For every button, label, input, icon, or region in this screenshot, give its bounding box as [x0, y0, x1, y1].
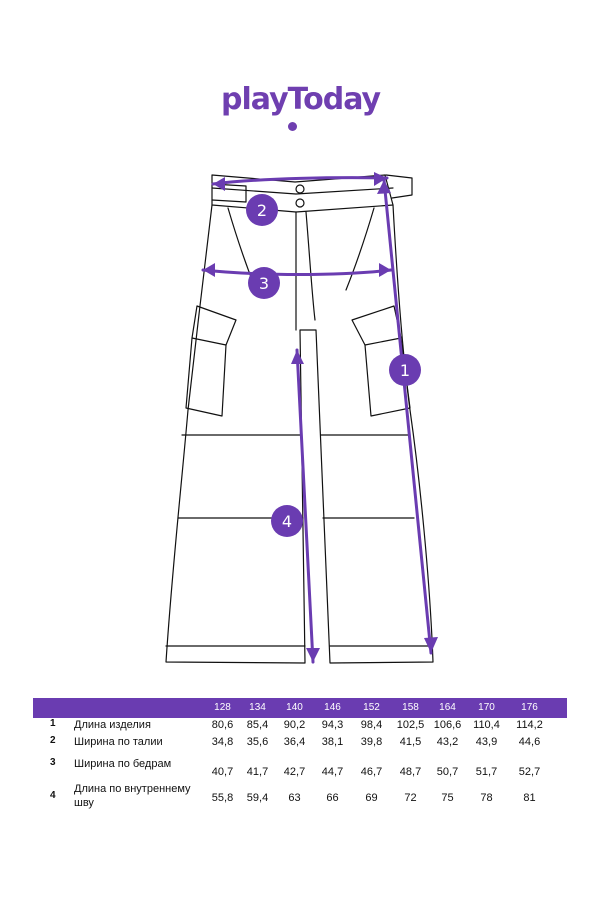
measurement-value: 41,5 — [399, 736, 422, 748]
row-label: Длина изделия — [74, 719, 151, 731]
inseam-guide — [295, 348, 315, 664]
measurement-value: 90,2 — [283, 719, 306, 731]
measurement-value: 106,6 — [433, 719, 462, 731]
measurement-value: 40,7 — [211, 766, 234, 778]
size-header-cell: 170 — [478, 702, 495, 713]
measurement-value: 110,4 — [473, 719, 500, 731]
right-front-pocket — [345, 207, 375, 291]
measurement-value: 98,4 — [360, 719, 383, 731]
measurement-value: 102,5 — [396, 719, 425, 731]
measurement-value: 36,4 — [283, 736, 306, 748]
hip-arrow-left — [203, 263, 215, 277]
row-index: 4 — [50, 790, 56, 801]
measurement-value: 43,9 — [475, 736, 498, 748]
measurement-value: 114,2 — [516, 719, 543, 731]
left-cargo-pocket — [185, 337, 227, 417]
measurement-value: 63 — [288, 792, 301, 804]
playtoday-logo: playToday — [221, 82, 381, 134]
measurement-value: 52,7 — [518, 766, 541, 778]
measurement-value: 81 — [523, 792, 536, 804]
size-header-cell: 140 — [286, 702, 303, 713]
measurement-value: 75 — [441, 792, 454, 804]
size-header-cell: 128 — [214, 702, 231, 713]
belt-tab-right — [385, 174, 413, 199]
waistband-seam — [211, 187, 394, 195]
size-header-row: 128 134 140 146 152 158 164 170 176 — [33, 698, 567, 718]
row-index: 2 — [50, 735, 56, 746]
size-header-cell: 176 — [521, 702, 538, 713]
measurement-value: 44,6 — [518, 736, 541, 748]
measurement-row-inseam: 4 Длина по внутреннему шву 55,8 59,4 63 … — [33, 782, 567, 818]
measurement-row-waist: 2 Ширина по талии 34,8 35,6 36,4 38,1 39… — [33, 735, 567, 757]
waist-arrow-left — [213, 177, 225, 191]
fly-stitch — [305, 211, 316, 321]
left-cargo-flap — [191, 305, 237, 346]
inseam-arrow-bottom — [306, 648, 320, 662]
measurement-guides — [201, 176, 433, 664]
belt-tab-left — [211, 183, 247, 203]
waist-button-bottom — [295, 198, 305, 208]
size-header-cell: 164 — [439, 702, 456, 713]
measurement-value: 55,8 — [211, 792, 234, 804]
waist-button-top — [295, 184, 305, 194]
row-label: Ширина по талии — [74, 736, 163, 748]
length-arrow-bottom — [424, 637, 438, 653]
marker-3 — [248, 267, 280, 299]
measurement-markers: 2 3 1 4 — [246, 194, 421, 537]
row-label: Длина по внутреннему шву — [74, 783, 191, 809]
marker-2-label: 2 — [257, 201, 267, 220]
marker-1 — [389, 354, 421, 386]
marker-3-label: 3 — [259, 274, 269, 293]
measurement-value: 34,8 — [211, 736, 234, 748]
marker-4 — [271, 505, 303, 537]
measurement-value: 38,1 — [321, 736, 344, 748]
measurement-value: 43,2 — [436, 736, 459, 748]
measurement-value: 59,4 — [246, 792, 269, 804]
size-header-cell: 152 — [363, 702, 380, 713]
hip-guide — [201, 268, 393, 276]
measurement-arrowheads — [203, 172, 438, 662]
inseam-arrow-top — [291, 350, 304, 364]
measurement-value: 78 — [480, 792, 493, 804]
measurement-value: 80,6 — [211, 719, 234, 731]
logo-dot — [288, 122, 297, 131]
measurement-value: 35,6 — [246, 736, 269, 748]
length-guide — [382, 178, 433, 655]
measurement-value: 69 — [365, 792, 378, 804]
measurement-value: 72 — [404, 792, 417, 804]
hip-arrow-right — [379, 263, 391, 277]
marker-4-label: 4 — [282, 512, 292, 531]
marker-1-label: 1 — [400, 361, 410, 380]
length-arrow-top — [377, 180, 391, 194]
measurement-value: 85,4 — [246, 719, 269, 731]
size-header-cell: 146 — [324, 702, 341, 713]
marker-2 — [246, 194, 278, 226]
size-header-cell: 158 — [402, 702, 419, 713]
waist-guide — [211, 176, 389, 186]
measurement-value: 41,7 — [246, 766, 269, 778]
measurement-value: 66 — [326, 792, 339, 804]
measurement-value: 42,7 — [283, 766, 306, 778]
measurement-value: 51,7 — [475, 766, 498, 778]
logo-text: playToday — [221, 82, 381, 117]
measurement-value: 44,7 — [321, 766, 344, 778]
row-index: 1 — [50, 718, 56, 729]
measurement-row-hips: 3 Ширина по бедрам 40,7 41,7 42,7 44,7 4… — [33, 757, 567, 779]
row-label: Ширина по бедрам — [74, 758, 172, 770]
measurement-value: 46,7 — [360, 766, 383, 778]
size-header-cell: 134 — [249, 702, 266, 713]
pants-measurement-diagram: 2 3 1 4 — [165, 172, 438, 664]
measurement-value: 39,8 — [360, 736, 383, 748]
measurement-row-length: 1 Длина изделия 80,6 85,4 90,2 94,3 98,4… — [33, 718, 567, 740]
measurement-value: 50,7 — [436, 766, 459, 778]
right-cargo-flap — [351, 305, 402, 346]
row-index: 3 — [50, 757, 56, 768]
measurement-value: 48,7 — [399, 766, 422, 778]
measurement-value: 94,3 — [321, 719, 344, 731]
waist-arrow-right — [374, 172, 387, 186]
